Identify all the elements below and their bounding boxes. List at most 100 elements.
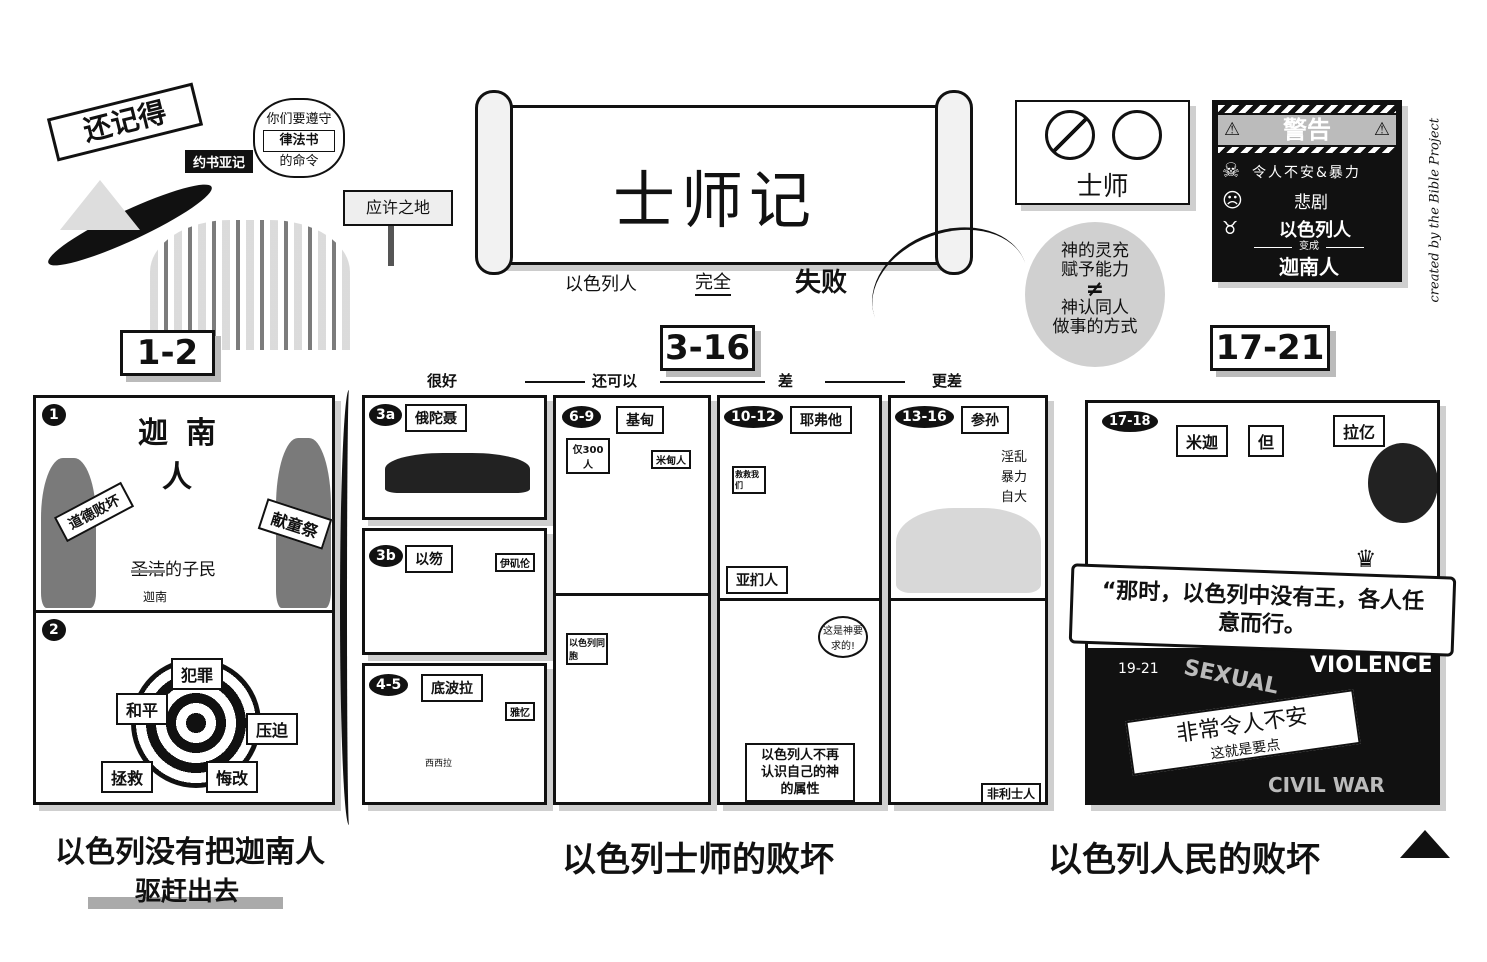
- no-priest-icon: [1045, 110, 1095, 160]
- panel-number: 3a: [369, 404, 403, 426]
- ammonites-tag: 亚扪人: [726, 566, 788, 594]
- gods-demand-bubble: 这是神要求的!: [818, 616, 868, 658]
- promised-land-sign: 应许之地: [343, 190, 453, 226]
- caption-right: 以色列人民的败坏: [1048, 840, 1320, 880]
- strike-through: [131, 570, 165, 573]
- panel-number: 4-5: [369, 674, 409, 696]
- speech-bubble: 你们要遵守 律法书 的命令: [253, 98, 345, 178]
- caption-underline: [88, 897, 283, 909]
- judge-name: 底波拉: [421, 674, 483, 702]
- forget-god-caption: 以色列人不再认识自己的神的属性: [745, 743, 855, 802]
- not-equal-sign: ≠: [1085, 277, 1105, 302]
- panel-number: 1: [42, 404, 66, 426]
- army-silhouette: [385, 453, 530, 493]
- bull-idol-icon: ♉: [1222, 218, 1239, 239]
- cycle-repentance: 悔改: [206, 761, 259, 793]
- caption-left-2: 驱赶出去: [135, 877, 240, 907]
- spirit-circle: 神的灵充 赋予能力 ≠ 神认同人 做事的方式: [1025, 222, 1165, 367]
- warrior-icon: [1112, 110, 1162, 160]
- spirit-line: 赋予能力: [1061, 260, 1129, 280]
- scale-very-good: 很好: [427, 372, 458, 390]
- smoke: [1368, 443, 1437, 523]
- trait-pride: 自大: [1001, 490, 1028, 505]
- cycle-deliverance: 拯救: [101, 761, 154, 793]
- panel-canaanites: 1 迦南人 道德败坏 献童祭 圣洁的子民 迦南: [33, 395, 335, 613]
- subtitle-fail: 失败: [795, 268, 848, 298]
- spirit-line: 神的灵充: [1061, 241, 1129, 261]
- micah-tag: 米迦: [1176, 425, 1229, 457]
- range-3-16: 3-16: [660, 325, 755, 371]
- judge-name: 基甸: [616, 406, 664, 434]
- philistines-tag: 非利士人: [981, 783, 1042, 804]
- remember-ribbon: 还记得: [46, 82, 204, 162]
- panel-number: 2: [42, 619, 66, 641]
- arc-heading: 迦南人: [138, 416, 234, 495]
- panel-divider: [720, 598, 879, 601]
- quote-ribbon: “那时，以色列中没有王，各人任意而行。: [1068, 563, 1457, 657]
- spirit-line: 做事的方式: [1052, 317, 1138, 337]
- scroll-roll-right: [935, 90, 973, 275]
- panel-deborah: 4-5 底波拉 雅忆 西西拉: [362, 663, 547, 805]
- warning-title: 警告: [1283, 116, 1331, 144]
- scale-line: [660, 381, 765, 383]
- caption-left: 以色列没有把迦南人: [55, 835, 325, 870]
- scale-worse: 更差: [932, 372, 963, 390]
- scale-okay: 还可以: [592, 372, 638, 390]
- skull-icon: ☠: [1222, 158, 1240, 182]
- warning-triangle-icon: ⚠: [1373, 119, 1390, 140]
- scale-bad: 差: [778, 372, 794, 390]
- cycle-sin: 犯罪: [171, 658, 224, 690]
- panel-gideon: 6-9 基甸 仅300人 米甸人 以色列同胞: [553, 395, 711, 805]
- title-scroll: [485, 105, 960, 265]
- jael-tag: 雅忆: [505, 702, 535, 721]
- panel-divider: [891, 598, 1045, 601]
- panel-othniel: 3a 俄陀聂: [362, 395, 547, 520]
- speech-line: 的命令: [279, 154, 319, 169]
- bg-word-violence: VIOLENCE: [1310, 653, 1433, 678]
- crowd-pile: [896, 508, 1041, 593]
- warning-stripes: [1218, 105, 1396, 113]
- warning-becomes: 变成: [1292, 241, 1326, 253]
- mountains: [60, 180, 140, 230]
- panel-samson: 13-16 参孙 淫乱 暴力 自大 非利士人: [888, 395, 1048, 805]
- speech-line: 你们要遵守: [266, 112, 332, 127]
- panel-number: 3b: [369, 545, 403, 567]
- credit: created by the Bible Project: [1427, 117, 1443, 303]
- warning-result: 迦南人: [1279, 255, 1339, 279]
- warning-row-israel: 以色列人: [1279, 220, 1351, 241]
- book-tag: 约书亚记: [185, 150, 254, 173]
- judge-name: 俄陀聂: [405, 404, 467, 432]
- only-300-tag: 仅300人: [566, 438, 610, 474]
- cycle-oppression: 压迫: [246, 713, 299, 745]
- range-1-2: 1-2: [120, 330, 215, 376]
- replacement-canaan: 迦南: [143, 590, 168, 604]
- sisera-label: 西西拉: [425, 759, 453, 769]
- cycle-peace: 和平: [116, 693, 169, 725]
- panel-number: 13-16: [895, 406, 954, 428]
- range-17-21: 17-21: [1210, 325, 1330, 371]
- panel-cycle: 2 犯罪 压迫 悔改 拯救 和平: [33, 610, 335, 805]
- panel-divider: [556, 593, 708, 596]
- chapter-19-21: 19-21: [1118, 661, 1159, 677]
- dan-tag: 但: [1248, 425, 1285, 457]
- judge-name: 耶弗他: [790, 406, 852, 434]
- judges-label: 士师: [1076, 172, 1129, 202]
- law-scroll: 律法书: [263, 130, 335, 152]
- eglon-tag: 伊矶伦: [495, 553, 535, 572]
- judge-name: 以笏: [405, 545, 453, 573]
- crowd: [150, 220, 350, 350]
- judges-sign: 士师: [1015, 100, 1190, 205]
- fellow-israelites-tag: 以色列同胞: [566, 633, 608, 665]
- spirit-line: 神认同人: [1061, 298, 1129, 318]
- tragedy-mask-icon: ☹: [1222, 188, 1243, 212]
- midianites-tag: 米甸人: [651, 450, 691, 469]
- timeline-brace: [340, 390, 358, 825]
- warning-box: ⚠ 警告 ⚠ ☠ 令人不安&暴力 ☹ 悲剧 ♉ 以色列人 变成 迦南人: [1212, 100, 1402, 282]
- warning-row-violence: 令人不安&暴力: [1252, 165, 1361, 181]
- mountains-icon: [1400, 830, 1450, 858]
- page-title: 士师记: [612, 164, 817, 237]
- scroll-roll-left: [475, 90, 513, 275]
- bg-word-civil-war: CIVIL WAR: [1268, 773, 1385, 797]
- warning-stripes: [1218, 147, 1396, 153]
- sign-post: [388, 226, 394, 266]
